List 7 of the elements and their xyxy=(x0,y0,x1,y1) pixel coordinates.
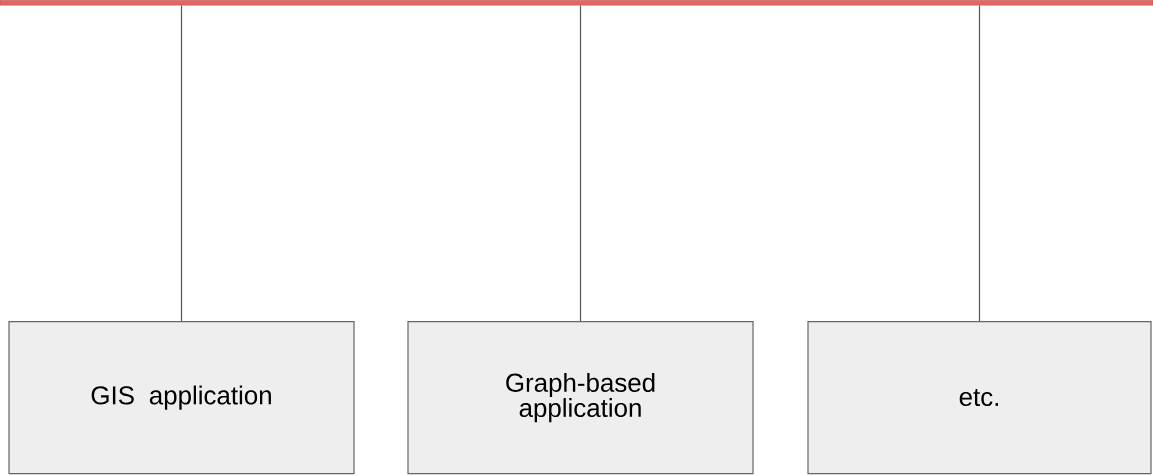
connector-line xyxy=(579,4,582,322)
connector-line xyxy=(978,4,981,322)
process-box: GIS application xyxy=(8,321,355,475)
header-bar xyxy=(0,0,1153,6)
connector-line xyxy=(180,4,183,322)
process-box: Graph-based application xyxy=(407,321,754,475)
process-box: etc. xyxy=(807,321,1152,475)
